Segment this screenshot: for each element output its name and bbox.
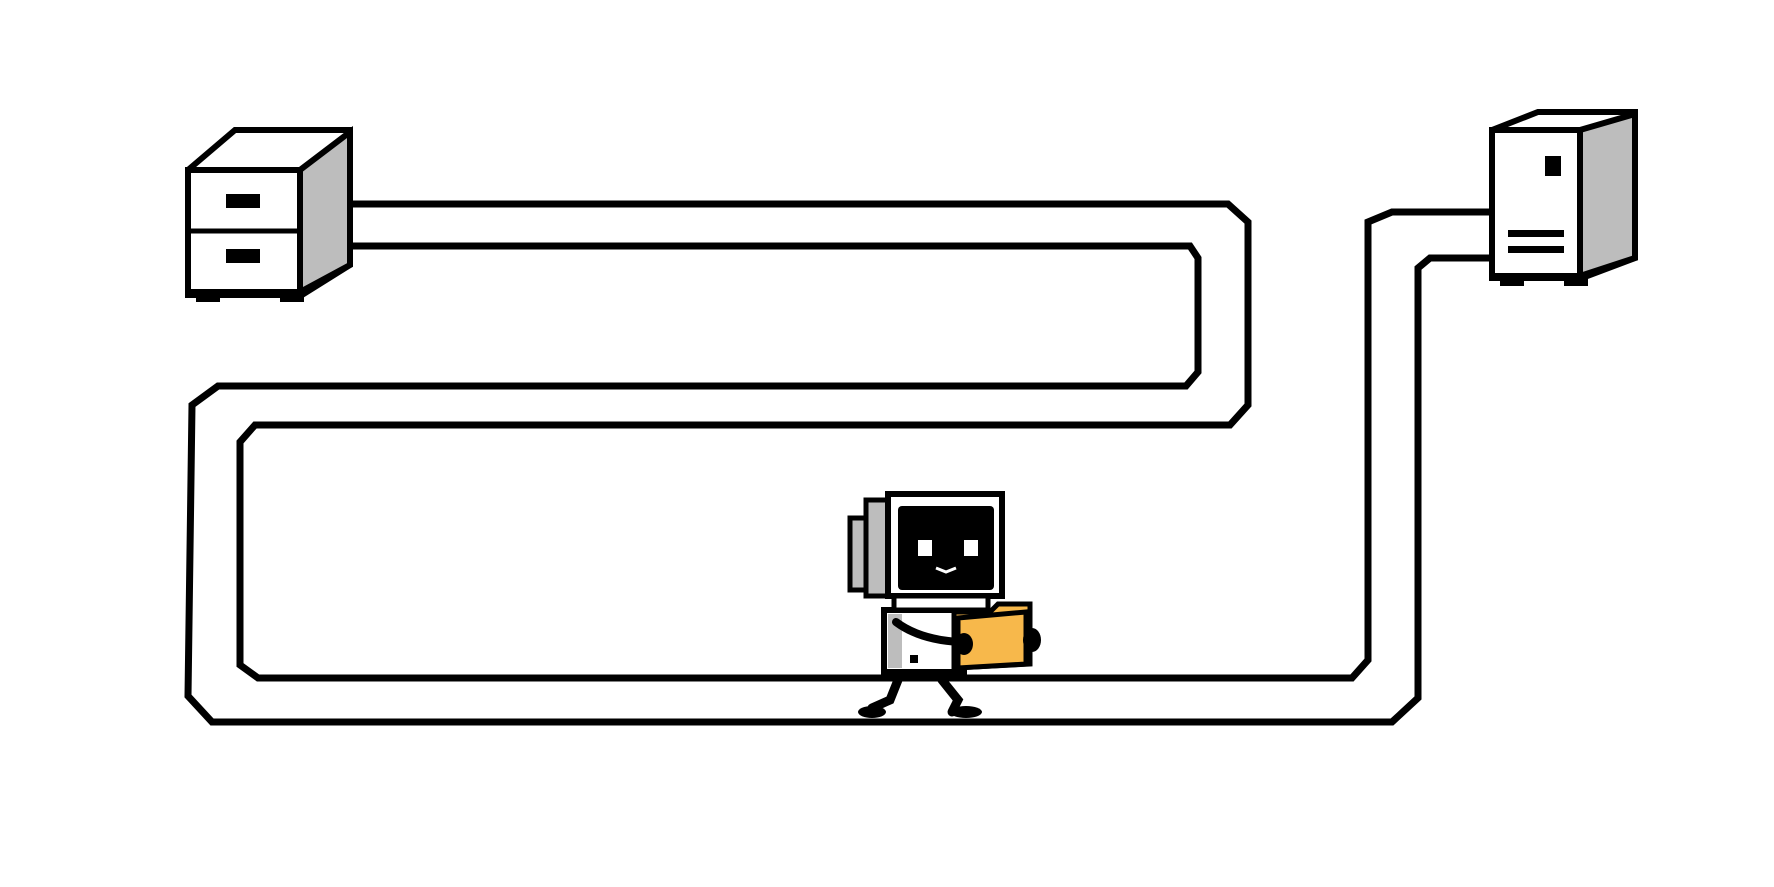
server-slot-top bbox=[1508, 230, 1564, 237]
cabinet-foot-left bbox=[196, 292, 220, 302]
cabinet-foot-right bbox=[280, 292, 304, 302]
server-tower-icon bbox=[1489, 109, 1638, 286]
character-eye-left bbox=[918, 540, 932, 556]
pipe-inner-line bbox=[184, 242, 1490, 726]
pipe-outer-line bbox=[236, 200, 1490, 682]
folder-icon bbox=[951, 601, 1041, 671]
character-smile bbox=[935, 566, 957, 574]
character-leg-right bbox=[937, 675, 964, 717]
server-foot-right bbox=[1564, 276, 1588, 286]
character-body-button bbox=[910, 655, 918, 663]
character-hand-left bbox=[955, 633, 973, 655]
cabinet-handle-top bbox=[226, 194, 260, 208]
character-screen bbox=[898, 506, 994, 590]
character-foot-left bbox=[858, 706, 886, 718]
server-foot-left bbox=[1500, 276, 1524, 286]
character-foot-right bbox=[950, 706, 982, 718]
server-front bbox=[1489, 127, 1583, 279]
filing-cabinet-icon bbox=[185, 125, 353, 302]
character-hand-right bbox=[1023, 628, 1041, 652]
character-eye-right bbox=[964, 540, 978, 556]
character-neck bbox=[891, 593, 991, 613]
cabinet-handle-bottom bbox=[226, 249, 260, 263]
server-slot-bottom bbox=[1508, 246, 1564, 253]
character-leg-left bbox=[867, 675, 903, 713]
server-indicator-light bbox=[1545, 156, 1561, 176]
server-side bbox=[1577, 110, 1638, 281]
computer-character-icon bbox=[847, 491, 1005, 718]
data-pipe bbox=[184, 200, 1490, 726]
